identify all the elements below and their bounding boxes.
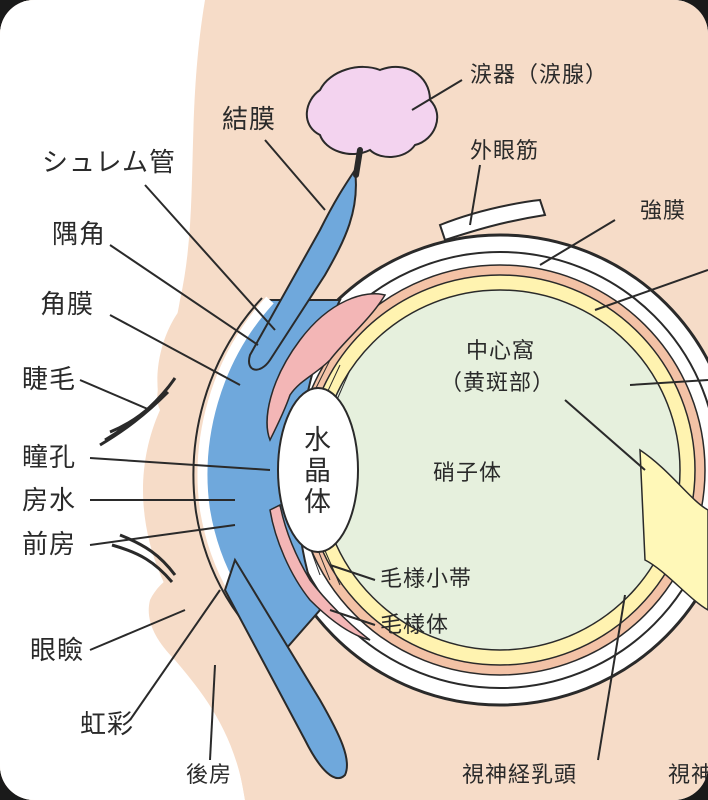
optic-nerve xyxy=(639,448,708,611)
label-lacrimal-gland: 涙器（涙腺） xyxy=(470,63,609,88)
label-aqueous: 房水 xyxy=(22,486,77,516)
label-eyelid: 眼瞼 xyxy=(30,636,85,666)
label-conjunctiva: 結膜 xyxy=(222,105,277,135)
lower-eyelid xyxy=(148,566,300,800)
label-schlemm-canal: シュレム管 xyxy=(42,148,176,178)
upper-conjunctiva xyxy=(248,167,357,371)
label-iridocorneal-angle: 隅角 xyxy=(52,220,107,250)
upper-iris xyxy=(266,293,387,442)
label-cornea: 角膜 xyxy=(40,290,95,320)
lacrimal-gland xyxy=(305,65,439,158)
crystalline-lens xyxy=(277,387,359,553)
upper-eyelid xyxy=(157,210,330,405)
label-eyelashes: 睫毛 xyxy=(22,365,77,395)
label-fovea-line2: （黄斑部） xyxy=(440,371,556,396)
leader-lines xyxy=(79,79,708,761)
background-left xyxy=(0,0,245,800)
lower-iris xyxy=(269,503,371,641)
label-optic-disc: 視神経乳頭 xyxy=(462,763,578,788)
label-iris: 虹彩 xyxy=(80,710,135,740)
lower-conjunctiva xyxy=(223,557,349,780)
label-sclera: 強膜 xyxy=(640,199,687,224)
label-posterior-chamber: 後房 xyxy=(186,763,233,788)
label-optic-nerve-partial: 視神 xyxy=(668,763,708,788)
label-zonule: 毛様小帯 xyxy=(380,567,473,592)
label-lens: 水晶体 xyxy=(304,425,332,518)
label-anterior-chamber: 前房 xyxy=(22,530,77,560)
label-pupil: 瞳孔 xyxy=(22,443,77,473)
label-fovea-line1: 中心窩 xyxy=(466,339,536,364)
label-ciliary-body: 毛様体 xyxy=(380,613,450,638)
extraocular-muscle xyxy=(438,198,547,242)
lower-eyelashes xyxy=(111,533,177,583)
lacrimal-duct xyxy=(353,147,363,178)
label-extraocular-muscle: 外眼筋 xyxy=(470,139,540,164)
label-vitreous: 硝子体 xyxy=(433,461,503,486)
